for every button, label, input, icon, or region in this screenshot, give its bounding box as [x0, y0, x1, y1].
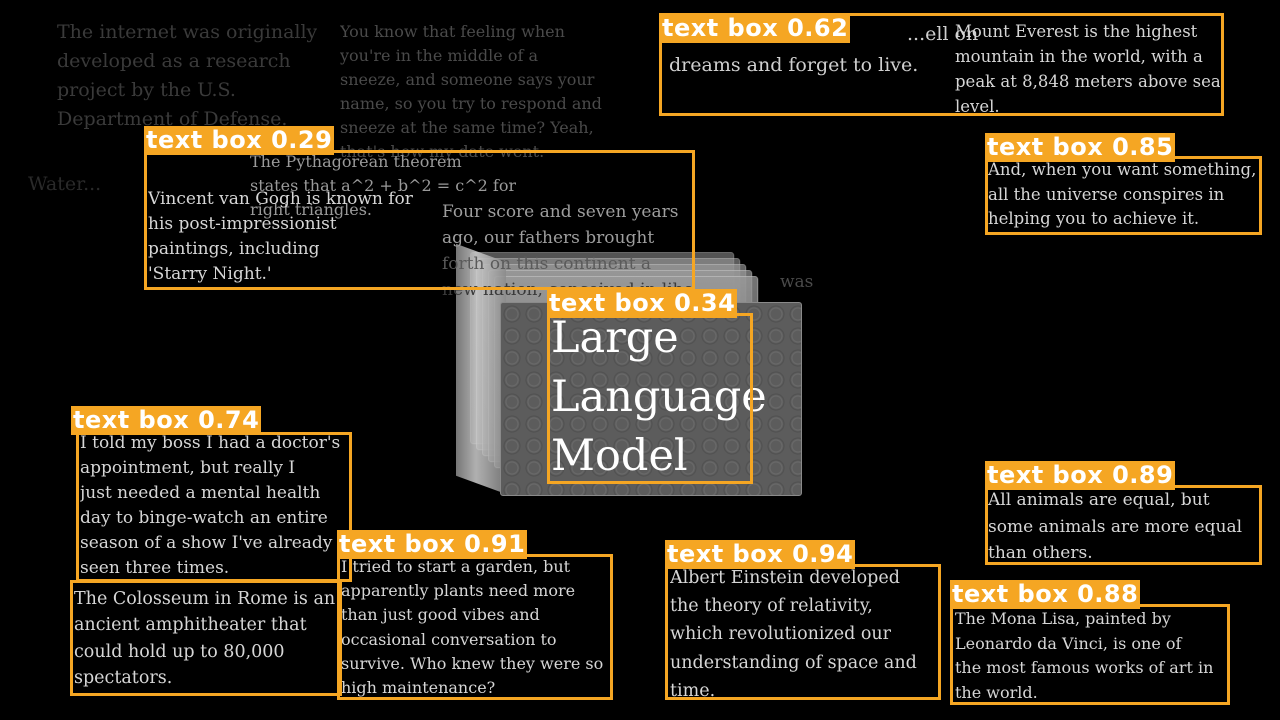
- bg-text-sneeze: You know that feeling when you're in the…: [340, 20, 602, 164]
- bg-text-pythagoras: The Pythagorean theorem states that a^2 …: [250, 150, 516, 222]
- bg-text-was: was: [780, 272, 814, 292]
- text-garden: I tried to start a garden, but apparentl…: [341, 555, 609, 700]
- text-einstein: Albert Einstein developed the theory of …: [670, 564, 938, 705]
- bg-line: The Pythagorean theorem: [250, 152, 462, 171]
- text-mona-lisa: The Mona Lisa, painted by Leonardo da Vi…: [955, 607, 1225, 705]
- text-alchemist: And, when you want something, all the un…: [988, 158, 1258, 232]
- text-line: I tried to start a garden, but: [341, 557, 571, 576]
- text-llm: Large Language Model: [551, 309, 767, 486]
- text-line: spectators.: [74, 667, 173, 688]
- detection-box: [950, 604, 1230, 705]
- bg-text-dreams: ...ell on dreams and forget to live.: [669, 19, 978, 81]
- text-line: high maintenance?: [341, 678, 496, 698]
- detection-box: [70, 580, 342, 696]
- bg-text-internet: The internet was originally developed as…: [57, 18, 317, 134]
- text-line: season of a show I've already: [80, 533, 333, 553]
- bg-line: you're in the middle of a: [340, 46, 538, 65]
- detection-label: text box 0.74: [71, 406, 262, 435]
- text-line: the world.: [955, 682, 1038, 702]
- bg-line: sneeze, and someone says your: [340, 70, 595, 89]
- text-line: just needed a mental health: [80, 483, 321, 503]
- detection-label: text box 0.34: [547, 289, 738, 318]
- bg-line: ago, our fathers brought: [442, 228, 655, 248]
- detection-box: [337, 554, 613, 700]
- detection-label: text box 0.88: [950, 580, 1141, 609]
- text-line: helping you to achieve it.: [988, 209, 1200, 228]
- text-line: occasional conversation to: [341, 629, 557, 649]
- detection-label: text box 0.85: [985, 133, 1176, 162]
- text-line: time.: [670, 680, 716, 701]
- bg-line: dreams and forget to live.: [669, 54, 919, 76]
- bg-line: project by the U.S.: [57, 79, 236, 101]
- text-line: ancient amphitheater that: [74, 615, 307, 636]
- text-line: mountain in the world, with a: [955, 47, 1203, 66]
- text-van-gogh: Vincent van Gogh is known for his post-i…: [148, 187, 428, 287]
- text-colosseum: The Colosseum in Rome is an ancient amph…: [74, 586, 340, 691]
- bg-line: forth on this continent a: [442, 254, 652, 274]
- text-line: survive. Who knew they were so: [341, 653, 604, 673]
- detection-box: [985, 485, 1262, 565]
- text-boss: I told my boss I had a doctor's appointm…: [80, 431, 350, 581]
- text-line: paintings, including: [148, 239, 320, 259]
- text-line: The Colosseum in Rome is an: [74, 589, 336, 609]
- text-line: Albert Einstein developed: [670, 568, 900, 588]
- text-line: I told my boss I had a doctor's: [80, 433, 341, 453]
- text-line: Model: [551, 431, 688, 481]
- text-line: Large: [551, 313, 679, 363]
- text-line: Language: [551, 372, 767, 422]
- text-line: the most famous works of art in: [955, 658, 1214, 677]
- text-line: his post-impressionist: [148, 214, 337, 234]
- text-line: than others.: [988, 543, 1093, 563]
- detection-box: [659, 13, 1224, 116]
- text-line: appointment, but really I: [80, 458, 296, 478]
- bg-line: developed as a research: [57, 50, 291, 72]
- text-line: could hold up to 80,000: [74, 641, 285, 662]
- text-line: day to binge-watch an entire: [80, 508, 328, 528]
- bg-line: Department of Defense.: [57, 108, 288, 130]
- text-line: Mount Everest is the highest: [955, 22, 1198, 41]
- bg-line: The internet was originally: [57, 21, 318, 43]
- text-line: understanding of space and: [670, 652, 917, 673]
- detection-label: text box 0.29: [144, 126, 335, 155]
- detection-box: [144, 150, 695, 290]
- detection-box: [547, 313, 753, 484]
- detection-box: [76, 432, 352, 582]
- detection-label: text box 0.94: [665, 540, 856, 569]
- detection-label: text box 0.91: [337, 530, 528, 559]
- text-everest: Mount Everest is the highest mountain in…: [955, 19, 1220, 119]
- text-line: all the universe conspires in: [988, 184, 1225, 204]
- text-line: seen three times.: [80, 558, 230, 578]
- text-line: Vincent van Gogh is known for: [148, 189, 413, 209]
- detection-label: text box 0.62: [660, 14, 851, 43]
- bg-line: You know that feeling when: [340, 22, 565, 41]
- bg-text-gettysburg: Four score and seven years ago, our fath…: [442, 199, 692, 303]
- text-line: the theory of relativity,: [670, 596, 873, 617]
- bg-line: ...ell on: [907, 23, 979, 45]
- detection-box: [665, 564, 941, 700]
- text-line: Leonardo da Vinci, is one of: [955, 633, 1182, 653]
- bg-line: right triangles.: [250, 200, 372, 219]
- text-animals: All animals are equal, but some animals …: [988, 487, 1258, 567]
- text-line: apparently plants need more: [341, 581, 576, 601]
- text-line: And, when you want something,: [988, 160, 1257, 179]
- bg-line: name, so you try to respond and: [340, 94, 602, 113]
- bg-text-water: Water...: [28, 173, 102, 195]
- text-line: All animals are equal, but: [988, 490, 1210, 510]
- text-line: peak at 8,848 meters above sea: [955, 72, 1220, 91]
- detection-box: [985, 156, 1262, 235]
- bg-line: states that a^2 + b^2 = c^2 for: [250, 176, 517, 195]
- text-line: 'Starry Night.': [148, 264, 272, 284]
- text-line: The Mona Lisa, painted by: [955, 609, 1171, 628]
- text-line: level.: [955, 97, 1000, 116]
- detection-label: text box 0.89: [985, 461, 1176, 490]
- text-line: which revolutionized our: [670, 624, 892, 645]
- text-line: than just good vibes and: [341, 605, 540, 625]
- bg-line: Four score and seven years: [442, 202, 679, 222]
- text-line: some animals are more equal: [988, 516, 1243, 537]
- bg-line: sneeze at the same time? Yeah,: [340, 118, 594, 137]
